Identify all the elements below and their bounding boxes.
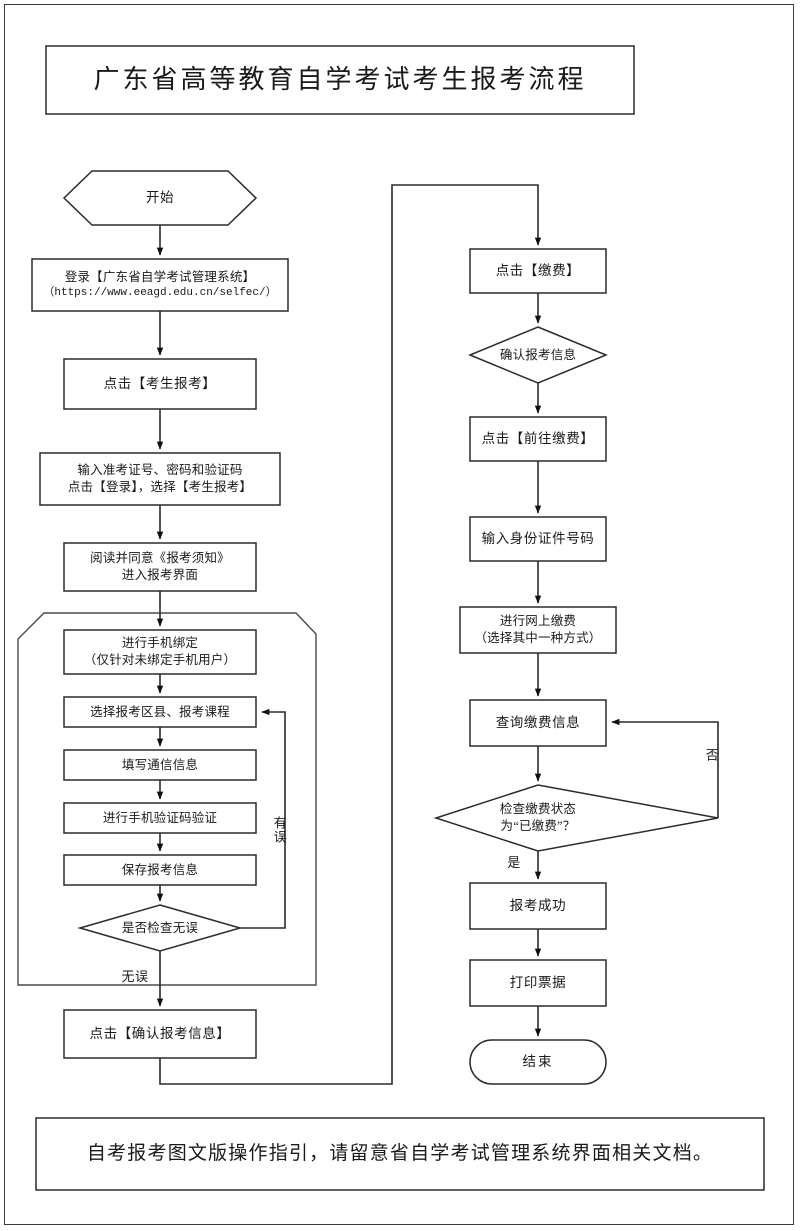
end-terminator [469, 1039, 607, 1085]
query-payment-box [469, 699, 607, 747]
enter-credentials-box [39, 452, 281, 506]
edge-confirm-to-click-pay [159, 184, 542, 1085]
enter-id-number-box [469, 516, 607, 562]
check-paid-status-diamond [433, 784, 719, 852]
click-pay-box [469, 248, 607, 294]
edge-checkpaid-no-loop [611, 718, 719, 818]
edge-check-no-loop [240, 708, 286, 929]
online-payment-box [459, 606, 617, 654]
group-box-outline [17, 612, 317, 986]
check-correct-diamond [77, 904, 243, 952]
verify-sms-code-box [63, 802, 257, 834]
footer-box [35, 1117, 765, 1191]
confirm-info-diamond [468, 326, 608, 384]
fill-contact-box [63, 749, 257, 781]
click-goto-pay-box [469, 416, 607, 462]
print-receipt-box [469, 959, 607, 1007]
page-border [4, 4, 794, 1225]
start-hexagon [62, 170, 258, 226]
bind-phone-box [63, 629, 257, 675]
title-box [45, 45, 635, 115]
select-district-course-box [63, 696, 257, 728]
read-notice-box [63, 542, 257, 592]
confirm-application-box [63, 1009, 257, 1059]
click-candidate-apply-box [63, 358, 257, 410]
apply-success-box [469, 882, 607, 930]
save-application-box [63, 854, 257, 886]
login-box [31, 258, 289, 312]
